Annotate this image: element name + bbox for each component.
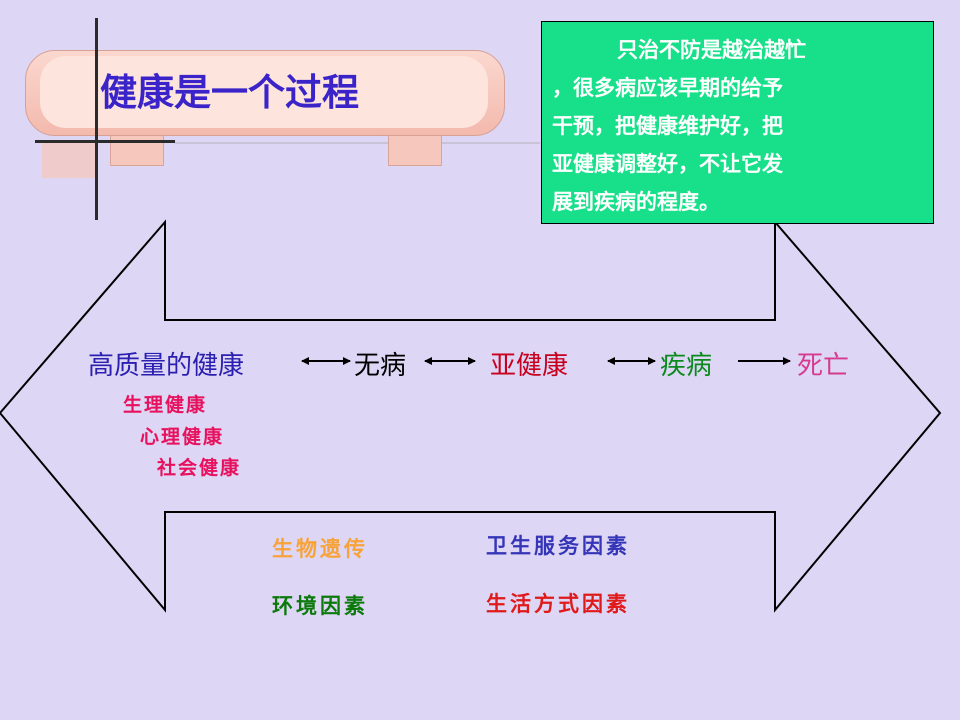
health-type-social: 社会健康 bbox=[157, 457, 242, 479]
stage-no-disease: 无病 bbox=[354, 351, 407, 381]
factor-health-services: 卫生服务因素 bbox=[486, 534, 630, 558]
decorative-horizontal-line bbox=[35, 140, 175, 143]
decorative-square bbox=[42, 140, 98, 178]
stage-high-quality-health: 高质量的健康 bbox=[88, 351, 245, 381]
health-type-mental: 心理健康 bbox=[140, 426, 225, 448]
note-line: 亚健康调整好，不让它发 bbox=[552, 152, 783, 176]
note-line: ，很多病应该早期的给予 bbox=[552, 76, 783, 100]
note-box: 只治不防是越治越忙 ，很多病应该早期的给予 干预，把健康维护好，把 亚健康调整好… bbox=[541, 21, 934, 224]
factor-lifestyle: 生活方式因素 bbox=[486, 592, 630, 616]
big-double-arrow-outline bbox=[0, 219, 942, 613]
stage-sub-health: 亚健康 bbox=[490, 351, 569, 381]
decorative-line bbox=[175, 142, 540, 144]
note-line: 只治不防是越治越忙 bbox=[617, 38, 806, 62]
page-title: 健康是一个过程 bbox=[100, 71, 359, 114]
stage-disease: 疾病 bbox=[660, 351, 713, 381]
title-banner-inner bbox=[40, 56, 488, 128]
note-line: 展到疾病的程度。 bbox=[552, 190, 720, 214]
stage-death: 死亡 bbox=[797, 351, 850, 381]
factor-genetics: 生物遗传 bbox=[272, 537, 368, 561]
health-type-physical: 生理健康 bbox=[123, 394, 208, 416]
decorative-vertical-line bbox=[95, 18, 98, 220]
note-line: 干预，把健康维护好，把 bbox=[552, 114, 783, 138]
factor-environment: 环境因素 bbox=[272, 594, 368, 618]
